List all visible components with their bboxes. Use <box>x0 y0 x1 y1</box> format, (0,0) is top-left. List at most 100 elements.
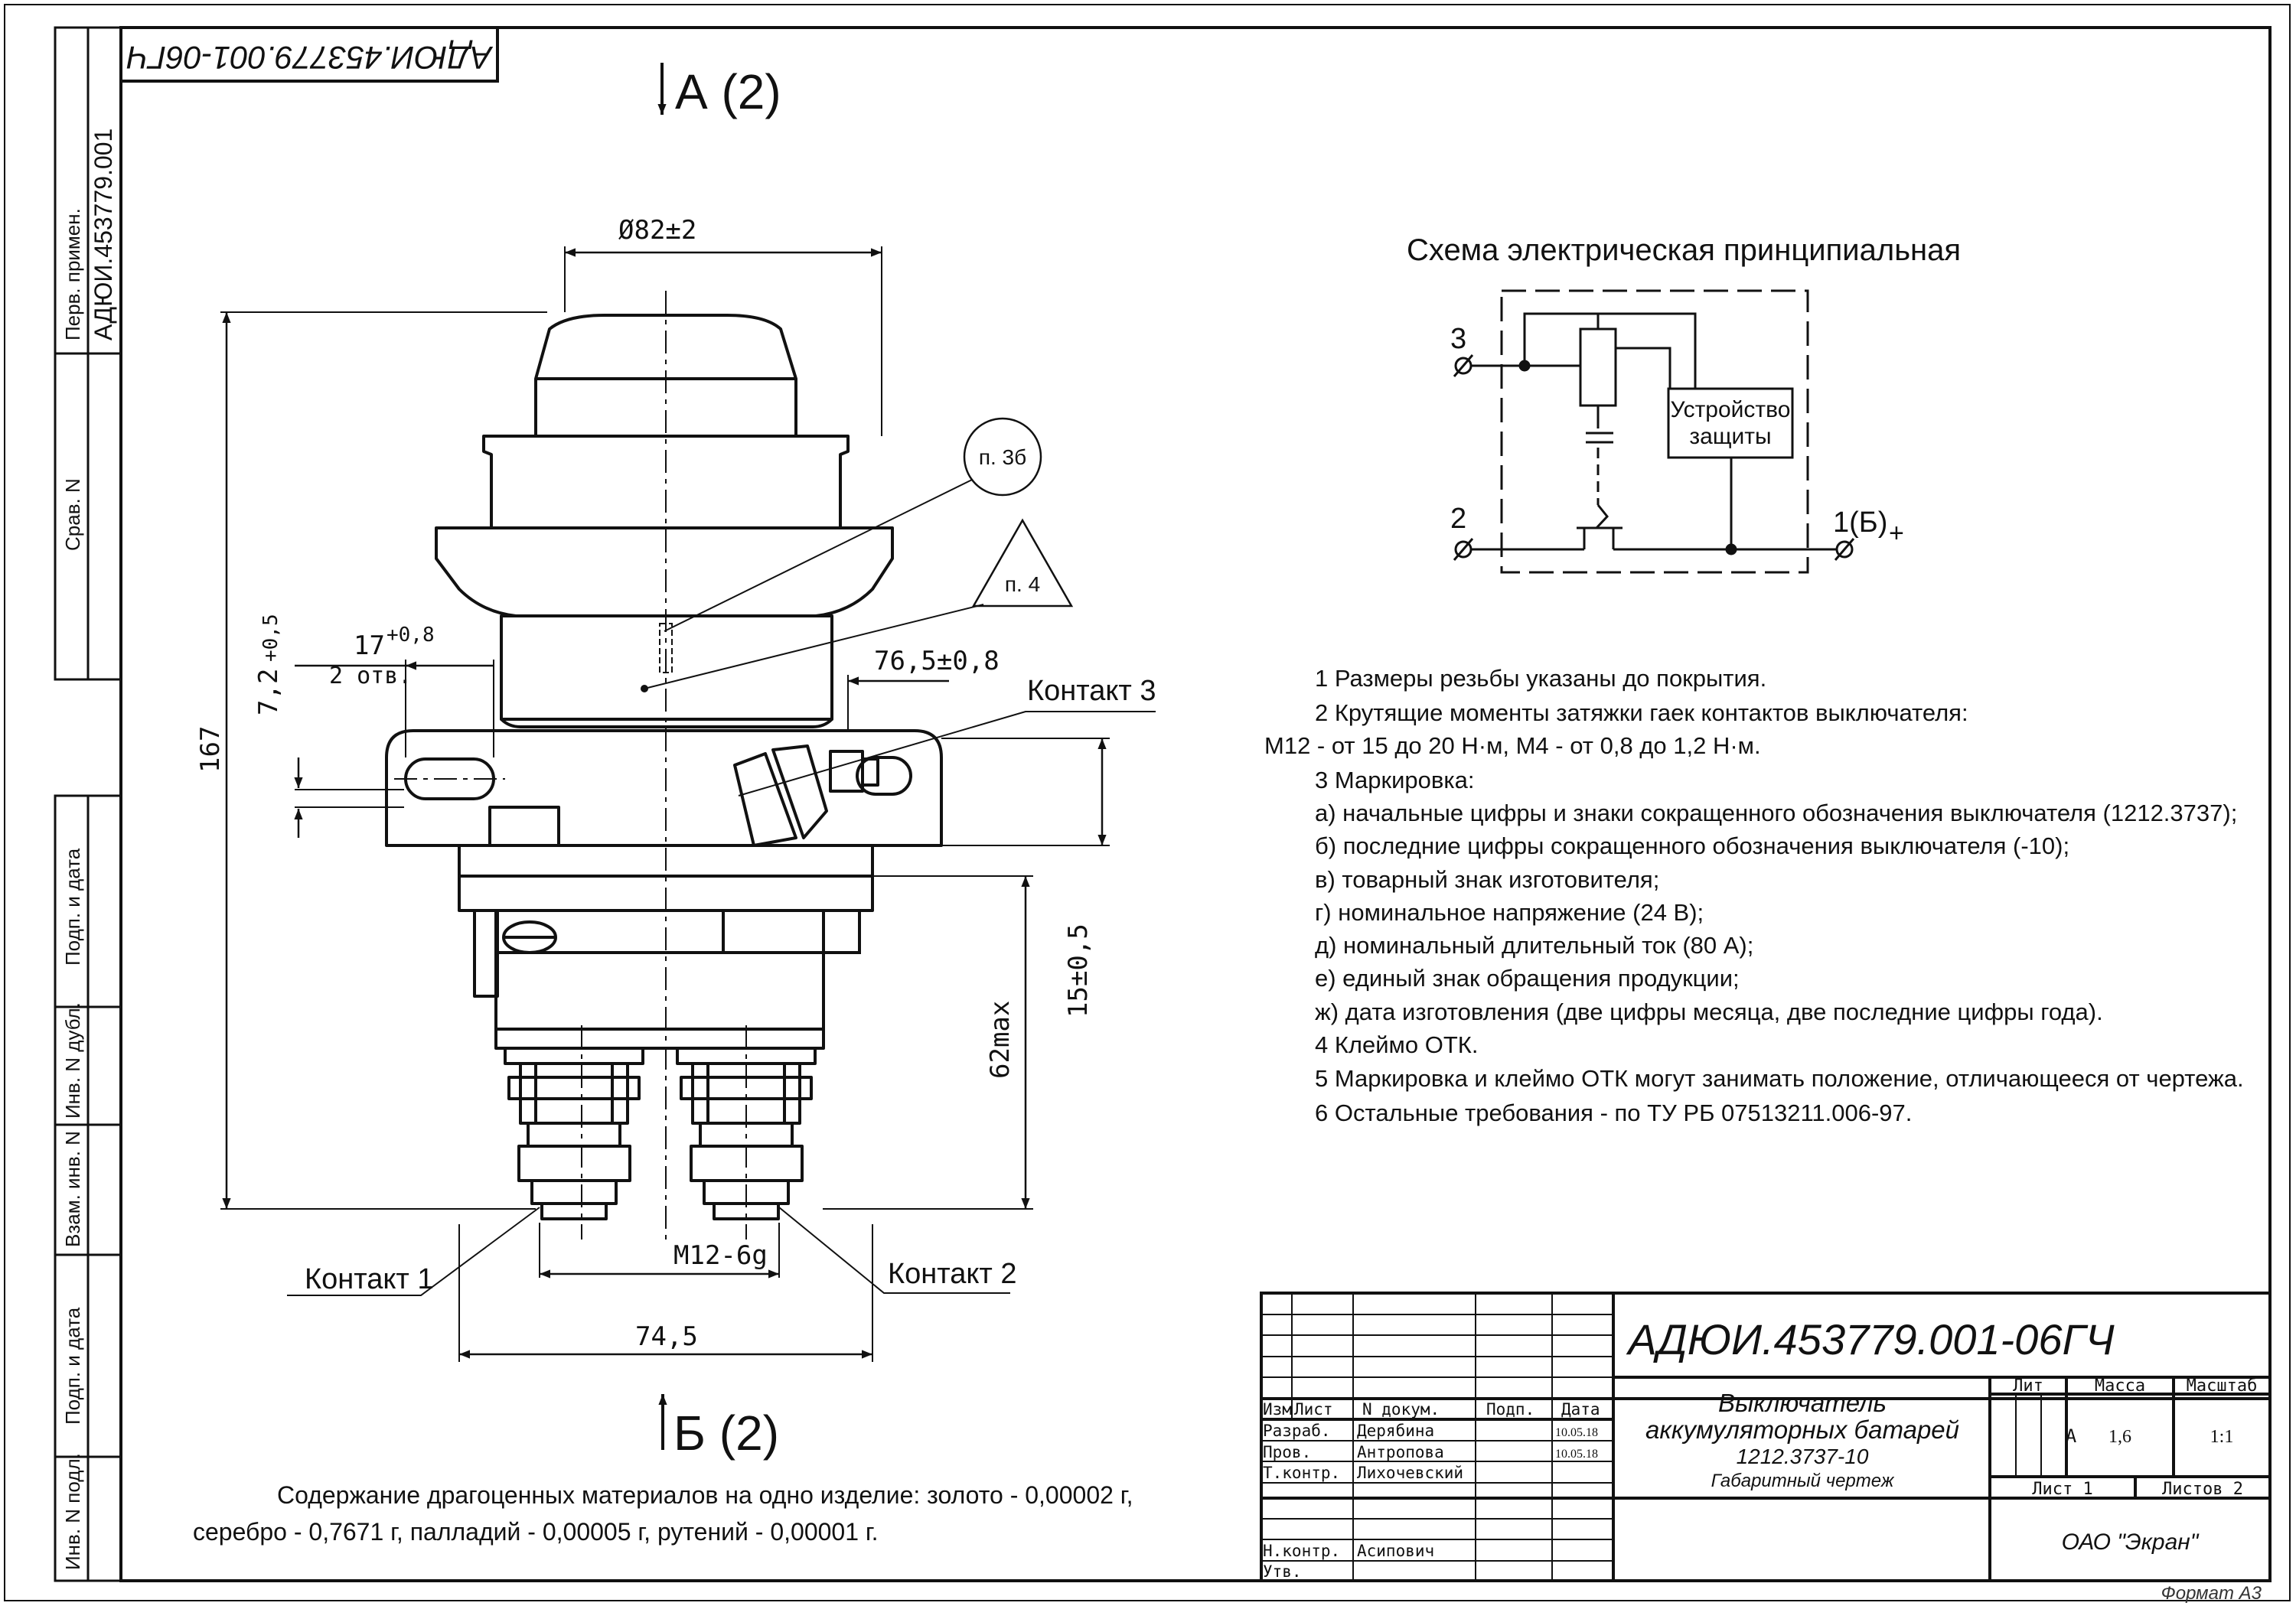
dim-76-5: 76,5±0,8 <box>874 646 1000 676</box>
hdr-date: Дата <box>1561 1400 1600 1419</box>
perv-primen-value: АДЮИ.453779.001 <box>90 129 117 340</box>
callout-contact2: Контакт 2 <box>778 1207 1017 1294</box>
role-prov: Пров. <box>1263 1443 1311 1461</box>
view-a-label: А (2) <box>675 64 781 119</box>
schematic: Схема электрическая принципиальная <box>1407 233 1961 574</box>
dim-62max: 62max <box>985 1001 1016 1079</box>
callout-p4: п. 4 <box>641 518 1074 692</box>
note-3v: в) товарный знак изготовителя; <box>1315 866 1659 893</box>
dim-17: 17 <box>354 630 385 661</box>
sheet-count: Листов 2 <box>2162 1480 2243 1499</box>
technical-notes: 1 Размеры резьбы указаны до покрытия. 2 … <box>1264 665 2244 1126</box>
terminal-3: 3 <box>1450 323 1466 355</box>
mass-label: Масса <box>2095 1376 2145 1396</box>
callout-p3b: п. 3б <box>659 417 1042 673</box>
callout-p3b-text: п. 3б <box>979 445 1026 469</box>
title-block-text: АДЮИ.453779.001-06ГЧ Изм Лист N докум. П… <box>1263 1315 2257 1581</box>
dim-holes: 2 отв. <box>329 663 412 689</box>
role-nkontr: Н.контр. <box>1263 1542 1340 1560</box>
note-3d: д) номинальный длительный ток (80 А); <box>1315 932 1753 959</box>
dim-height-total: 167 <box>195 726 226 773</box>
note-1: 1 Размеры резьбы указаны до покрытия. <box>1315 665 1766 692</box>
callout-p4-text: п. 4 <box>1005 572 1040 596</box>
side-labels: Перв. примен. АДЮИ.453779.001 Срав. N По… <box>61 129 117 1570</box>
contact3-text: Контакт 3 <box>1027 675 1156 707</box>
note-2: 2 Крутящие моменты затяжки гаек контакто… <box>1315 699 1968 726</box>
dimension-texts: Ø82±2 167 17 +0,8 2 отв. 7,2 +0,5 76,5±0… <box>195 215 1094 1352</box>
hdr-izm: Изм <box>1263 1400 1292 1419</box>
sheet-number: Лист 1 <box>2032 1480 2092 1499</box>
extension-lines <box>220 246 1110 1362</box>
dim-17-tol: +0,8 <box>386 624 435 647</box>
dim-thread: M12-6g <box>673 1240 768 1271</box>
scale-value: 1:1 <box>2210 1427 2234 1447</box>
view-b-label: Б (2) <box>673 1406 779 1461</box>
product-code: 1212.3737-10 <box>1737 1445 1869 1468</box>
note-5: 5 Маркировка и клеймо ОТК могут занимать… <box>1315 1065 2244 1092</box>
scale-label: Масштаб <box>2187 1376 2258 1396</box>
role-razrab: Разраб. <box>1263 1422 1331 1440</box>
terminal-plus: + <box>1889 519 1904 548</box>
date-razrab: 10.05.18 <box>1555 1426 1598 1439</box>
note-4: 4 Клеймо ОТК. <box>1315 1031 1478 1058</box>
dim-7-2: 7,2 <box>253 669 284 715</box>
note-3e: е) единый знак обращения продукции; <box>1315 965 1740 992</box>
dim-74-5: 74,5 <box>635 1321 698 1352</box>
view-b-marker: Б (2) <box>658 1394 779 1461</box>
dimension-lines <box>222 248 1107 1359</box>
callout-contact1: Контакт 1 <box>287 1207 540 1296</box>
terminal-2: 2 <box>1450 503 1466 535</box>
terminal-1: 1(Б) <box>1833 507 1887 539</box>
callout-contact3: Контакт 3 <box>738 675 1156 796</box>
contact2-text: Контакт 2 <box>888 1258 1017 1290</box>
device-label-2: защиты <box>1689 424 1771 449</box>
side-column <box>54 26 122 1582</box>
company: ОАО "Экран" <box>2062 1529 2200 1555</box>
product-name-2: аккумуляторных батарей <box>1645 1415 1959 1444</box>
perv-primen-label: Перв. примен. <box>61 208 84 340</box>
precious-line-1: Содержание драгоценных материалов на одн… <box>277 1481 1133 1509</box>
schematic-title: Схема электрическая принципиальная <box>1407 233 1961 267</box>
name-nkontr: Асипович <box>1357 1542 1434 1560</box>
date-prov: 10.05.18 <box>1555 1448 1598 1461</box>
note-3zh: ж) дата изготовления (две цифры месяца, … <box>1315 998 2103 1025</box>
top-stamp: АДЮИ.453779.001-06ГЧ <box>121 28 499 83</box>
name-tkontr: Лихочевский <box>1357 1464 1463 1482</box>
side-field-3: Взам. инв. N <box>61 1131 84 1247</box>
side-field-4: Подп. и дата <box>61 1307 84 1425</box>
hdr-podp: Подп. <box>1486 1400 1534 1419</box>
role-utv: Утв. <box>1263 1562 1302 1581</box>
side-field-1: Подп. и дата <box>61 848 84 966</box>
note-3a: а) начальные цифры и знаки сокращенного … <box>1315 800 2237 826</box>
designation: АДЮИ.453779.001-06ГЧ <box>1626 1315 2115 1363</box>
note-6: 6 Остальные требования - по ТУ РБ 075132… <box>1315 1099 1912 1126</box>
note-3b: б) последние цифры сокращенного обозначе… <box>1315 832 2069 859</box>
view-a-marker: А (2) <box>657 63 781 119</box>
note-2-cont: М12 - от 15 до 20 Н·м, М4 - от 0,8 до 1,… <box>1264 732 1761 759</box>
sprav-label: Срав. N <box>61 478 84 551</box>
mass-value: 1,6 <box>2108 1427 2131 1447</box>
name-razrab: Дерябина <box>1357 1422 1434 1440</box>
precious-line-2: серебро - 0,7671 г, палладий - 0,00005 г… <box>193 1518 879 1546</box>
dim-7-2-tol: +0,5 <box>259 614 282 662</box>
lit-value: А <box>2066 1425 2077 1447</box>
precious-metals: Содержание драгоценных материалов на одн… <box>193 1481 1133 1546</box>
doc-type: Габаритный чертеж <box>1711 1471 1895 1491</box>
format-label: Формат А3 <box>2161 1583 2262 1604</box>
dim-diameter: Ø82±2 <box>618 215 696 246</box>
product-name-1: Выключатель <box>1718 1389 1887 1417</box>
dim-15: 15±0,5 <box>1063 924 1094 1018</box>
device-label-1: Устройство <box>1671 397 1791 422</box>
note-3: 3 Маркировка: <box>1315 767 1474 793</box>
top-stamp-text: АДЮИ.453779.001-06ГЧ <box>126 40 494 76</box>
hdr-list: Лист <box>1294 1400 1333 1419</box>
side-field-5: Инв. N подл. <box>61 1453 84 1570</box>
side-field-2: Инв. N дубл. <box>61 1002 84 1119</box>
hdr-doc: N докум. <box>1362 1400 1440 1419</box>
lit-label: Лит <box>2013 1376 2043 1396</box>
center-lines <box>394 291 747 1240</box>
role-tkontr: Т.контр. <box>1263 1464 1340 1482</box>
title-block <box>1260 1292 2272 1582</box>
title-block-grid <box>1261 1293 2042 1581</box>
